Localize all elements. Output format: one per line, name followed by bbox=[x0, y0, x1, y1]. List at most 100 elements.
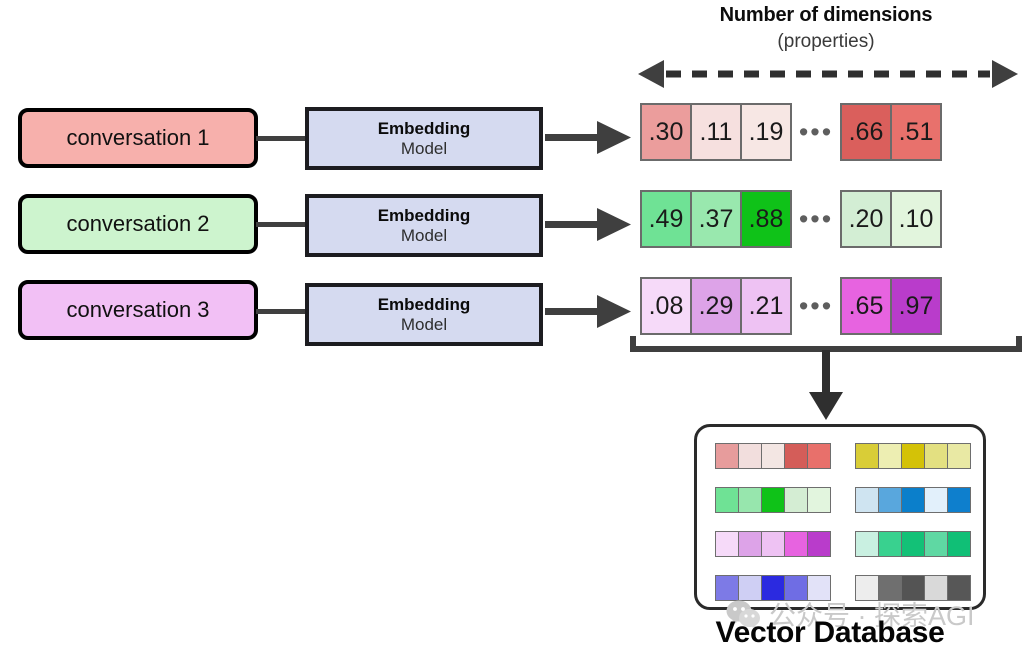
connector-line-2 bbox=[256, 222, 308, 227]
vector-tail-group-3: .65 .97 bbox=[840, 277, 942, 335]
vector-tail-group-2: .20 .10 bbox=[840, 190, 942, 248]
db-swatch bbox=[738, 531, 762, 557]
db-swatch-line bbox=[715, 575, 971, 601]
embedding-subtitle: Model bbox=[400, 225, 448, 245]
db-swatch-line bbox=[715, 531, 971, 557]
db-swatch-group-right bbox=[855, 443, 971, 469]
db-swatch-group-left bbox=[715, 487, 831, 513]
db-swatch-group-right bbox=[855, 575, 971, 601]
db-swatch-line bbox=[715, 487, 971, 513]
conversation-label: conversation 1 bbox=[66, 125, 210, 150]
vector-cell: .08 bbox=[640, 277, 692, 335]
db-swatch bbox=[715, 575, 739, 601]
db-swatch bbox=[947, 487, 971, 513]
db-swatch bbox=[901, 487, 925, 513]
db-swatch bbox=[878, 443, 902, 469]
vector-cell: .66 bbox=[840, 103, 892, 161]
db-swatch bbox=[761, 487, 785, 513]
vector-database-panel[interactable] bbox=[694, 424, 986, 610]
bracket-right-tick bbox=[1016, 336, 1022, 352]
vector-head-group-3: .08 .29 .21 bbox=[640, 277, 792, 335]
db-swatch bbox=[878, 487, 902, 513]
db-swatch bbox=[878, 531, 902, 557]
vector-cell: .20 bbox=[840, 190, 892, 248]
vector-head-group-2: .49 .37 .88 bbox=[640, 190, 792, 248]
bracket-horizontal-bar bbox=[630, 346, 1022, 352]
db-swatch bbox=[901, 443, 925, 469]
db-swatch bbox=[738, 575, 762, 601]
db-swatch bbox=[761, 575, 785, 601]
db-swatch bbox=[738, 487, 762, 513]
db-swatch bbox=[807, 487, 831, 513]
embedding-title: Embedding bbox=[377, 206, 471, 226]
db-swatch bbox=[924, 531, 948, 557]
vector-database-grid bbox=[715, 443, 971, 601]
dimensions-subtitle: (properties) bbox=[777, 31, 875, 52]
vector-ellipsis: ••• bbox=[798, 203, 834, 234]
db-swatch bbox=[878, 575, 902, 601]
db-swatch bbox=[807, 443, 831, 469]
vector-tail-group-1: .66 .51 bbox=[840, 103, 942, 161]
db-swatch-group-right bbox=[855, 531, 971, 557]
conversation-box-3[interactable]: conversation 3 bbox=[18, 280, 258, 340]
vector-cell: .51 bbox=[890, 103, 942, 161]
db-swatch bbox=[924, 575, 948, 601]
db-swatch bbox=[761, 443, 785, 469]
db-swatch bbox=[901, 575, 925, 601]
connector-line-3 bbox=[256, 309, 308, 314]
vector-cell: .65 bbox=[840, 277, 892, 335]
conversation-box-1[interactable]: conversation 1 bbox=[18, 108, 258, 168]
embedding-subtitle: Model bbox=[400, 138, 448, 158]
db-swatch bbox=[784, 531, 808, 557]
conversation-label: conversation 2 bbox=[66, 211, 210, 236]
embedding-subtitle: Model bbox=[400, 314, 448, 334]
db-swatch-group-left bbox=[715, 575, 831, 601]
vector-database-caption: Vector Database bbox=[715, 616, 945, 649]
conversation-box-2[interactable]: conversation 2 bbox=[18, 194, 258, 254]
db-swatch bbox=[855, 487, 879, 513]
vectors-grouping-bracket bbox=[630, 336, 1022, 352]
db-swatch bbox=[738, 443, 762, 469]
dimensions-title: Number of dimensions bbox=[719, 4, 933, 26]
embedding-model-box-3[interactable]: Embedding Model bbox=[305, 283, 543, 346]
db-swatch-group-right bbox=[855, 487, 971, 513]
vector-cell: .29 bbox=[690, 277, 742, 335]
embedding-model-box-2[interactable]: Embedding Model bbox=[305, 194, 543, 257]
vector-ellipsis: ••• bbox=[798, 116, 834, 147]
db-swatch bbox=[855, 575, 879, 601]
vector-cell: .37 bbox=[690, 190, 742, 248]
db-swatch-group-left bbox=[715, 531, 831, 557]
db-swatch bbox=[924, 487, 948, 513]
db-swatch bbox=[715, 531, 739, 557]
db-swatch bbox=[947, 575, 971, 601]
db-swatch bbox=[947, 531, 971, 557]
connector-line-1 bbox=[256, 136, 308, 141]
vector-head-group-1: .30 .11 .19 bbox=[640, 103, 792, 161]
embedding-vector-row-1: .30 .11 .19 ••• .66 .51 bbox=[640, 103, 942, 161]
vector-cell: .97 bbox=[890, 277, 942, 335]
db-swatch bbox=[807, 575, 831, 601]
vector-cell: .88 bbox=[740, 190, 792, 248]
embedding-vector-row-2: .49 .37 .88 ••• .20 .10 bbox=[640, 190, 942, 248]
vector-cell: .11 bbox=[690, 103, 742, 161]
db-swatch bbox=[784, 487, 808, 513]
db-swatch bbox=[784, 575, 808, 601]
vector-ellipsis: ••• bbox=[798, 290, 834, 321]
db-swatch bbox=[901, 531, 925, 557]
vector-cell: .21 bbox=[740, 277, 792, 335]
embedding-model-box-1[interactable]: Embedding Model bbox=[305, 107, 543, 170]
db-swatch bbox=[807, 531, 831, 557]
db-swatch-line bbox=[715, 443, 971, 469]
conversation-label: conversation 3 bbox=[66, 297, 210, 322]
db-swatch bbox=[855, 443, 879, 469]
db-swatch bbox=[855, 531, 879, 557]
db-swatch bbox=[761, 531, 785, 557]
embedding-title: Embedding bbox=[377, 295, 471, 315]
vector-cell: .10 bbox=[890, 190, 942, 248]
arrow-down-icon bbox=[808, 350, 844, 420]
vector-cell: .19 bbox=[740, 103, 792, 161]
arrow-right-icon-2 bbox=[545, 208, 631, 242]
db-swatch bbox=[784, 443, 808, 469]
double-headed-dashed-arrow-icon bbox=[638, 60, 1018, 88]
